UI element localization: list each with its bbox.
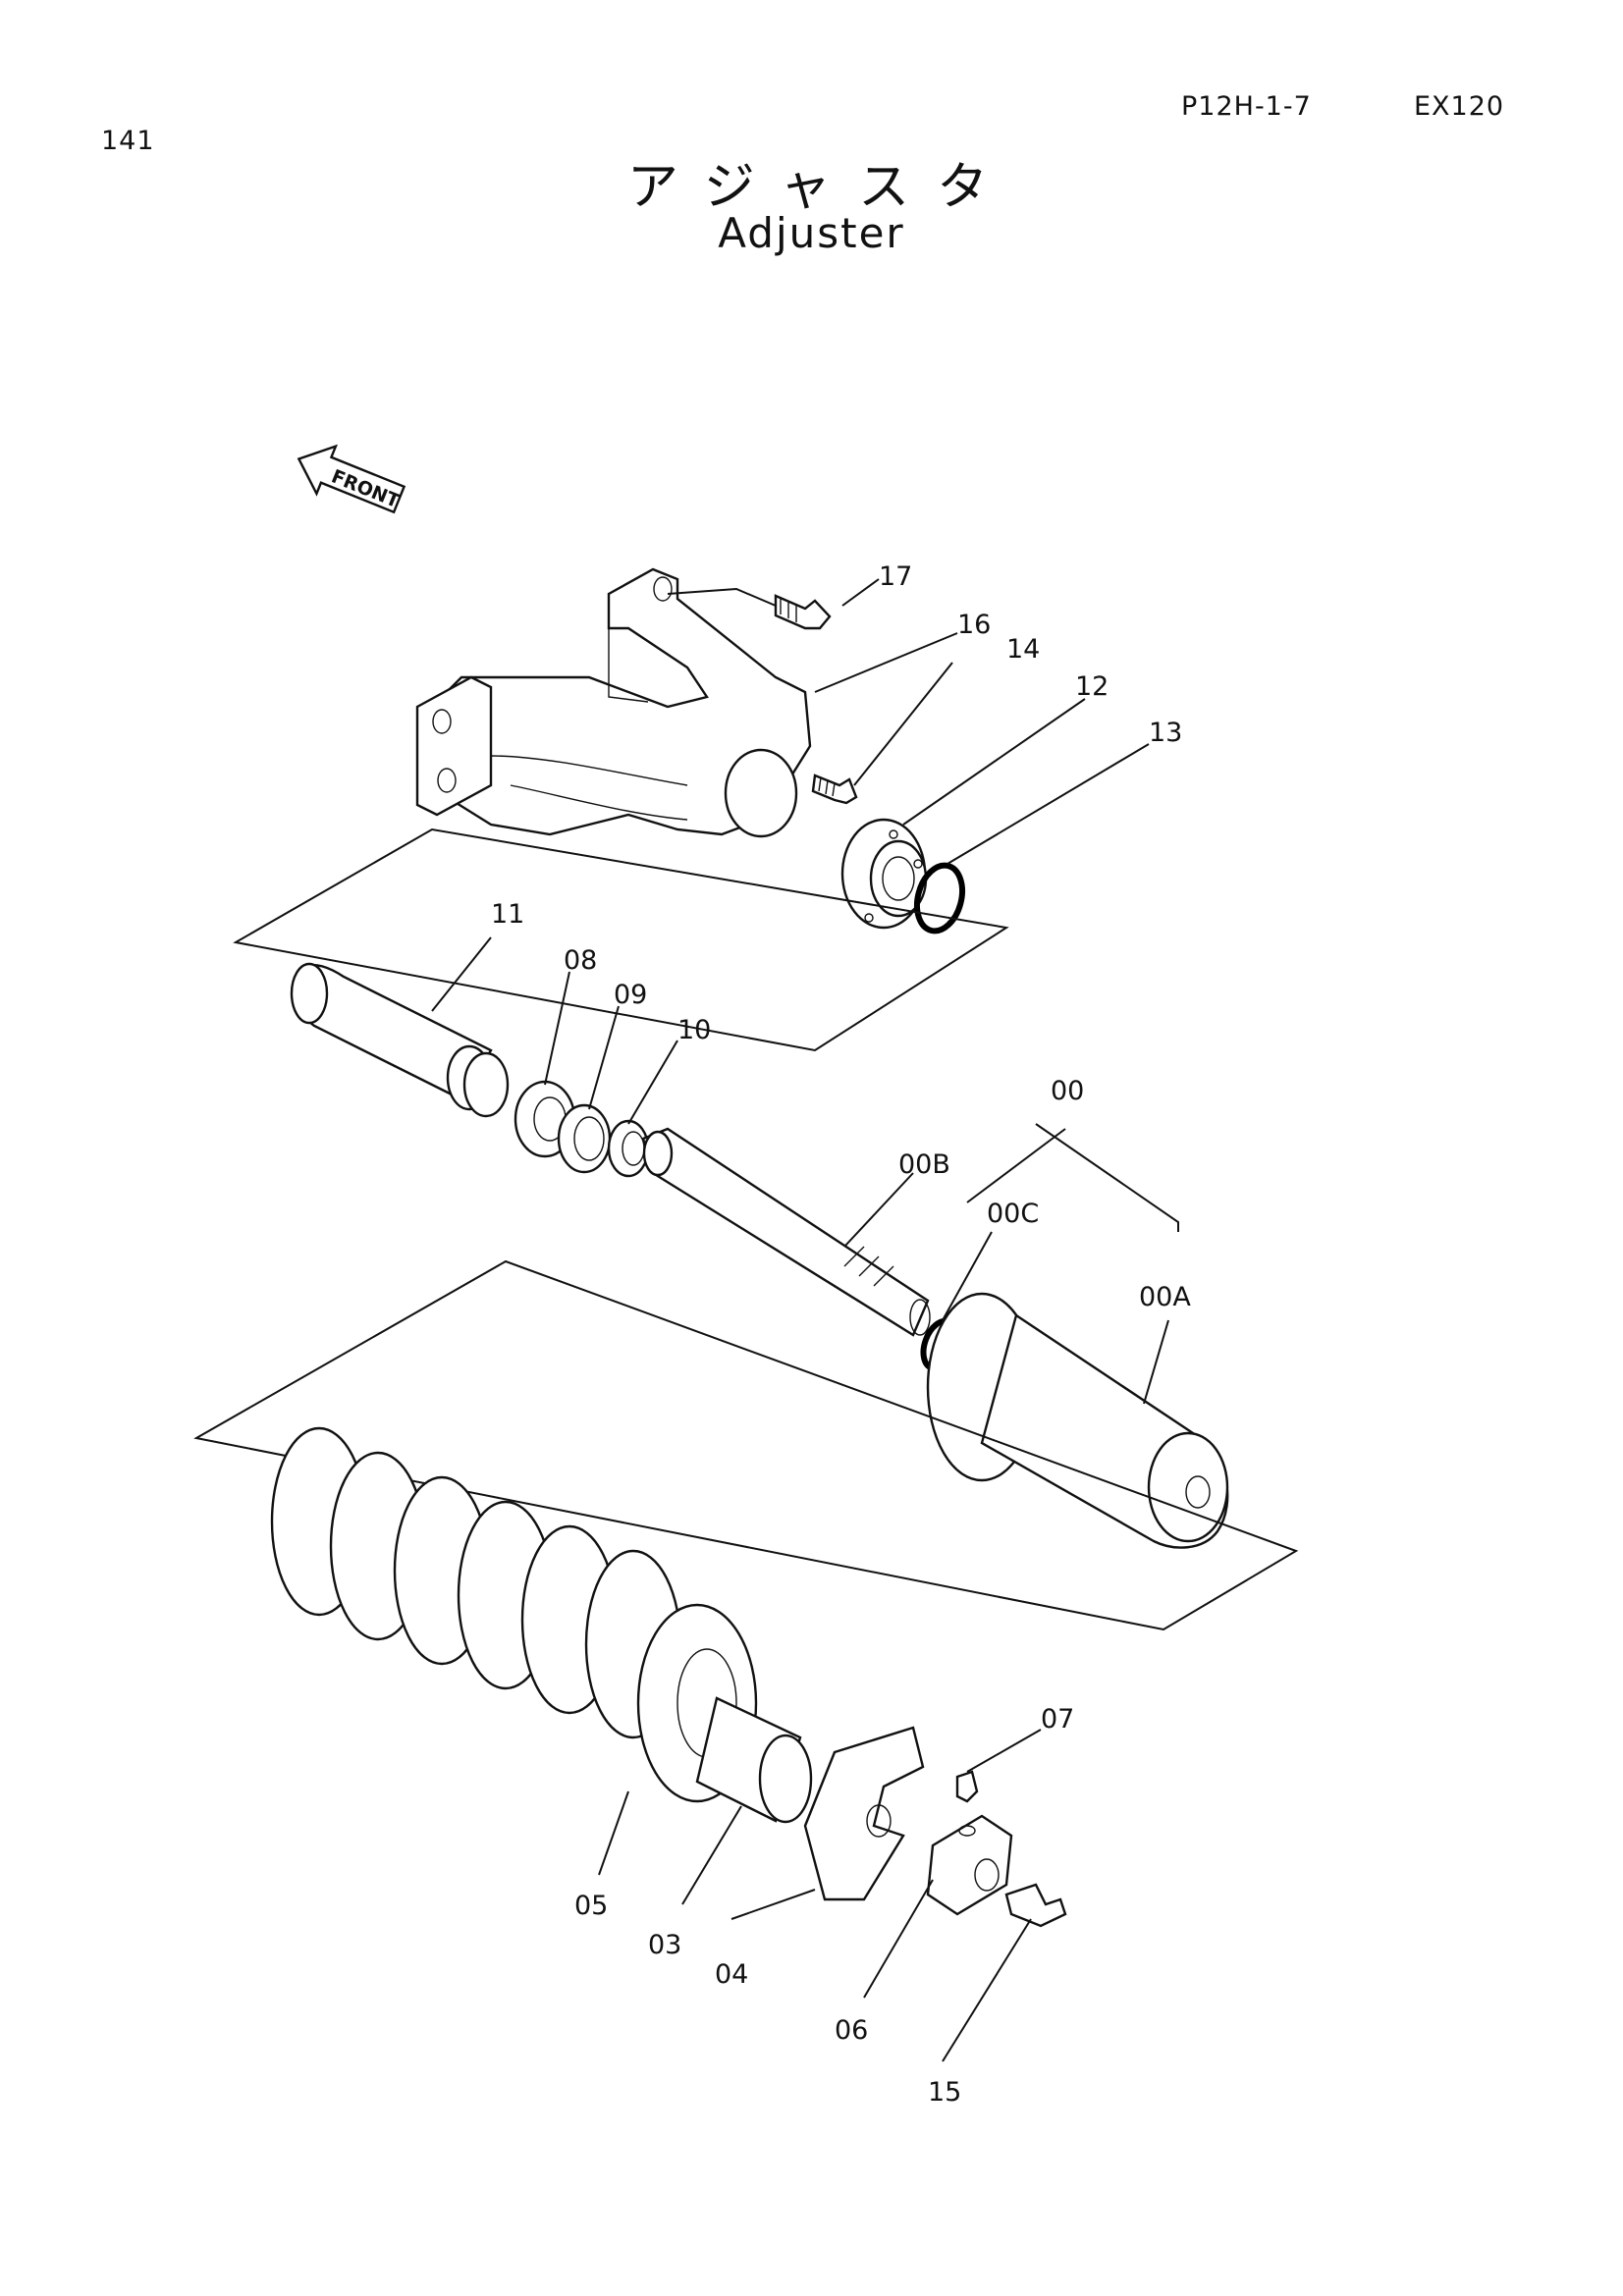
leader-lines [431,578,1179,2062]
assembly-outline-upper [233,828,1009,1052]
assembly-outline-lower [193,1259,1299,1631]
label-06: 06 [835,2015,868,2046]
label-09: 09 [614,980,647,1010]
spring-part-05 [270,1426,758,1803]
label-00C: 00C [987,1199,1039,1229]
label-16: 16 [957,610,991,640]
label-00B: 00B [898,1149,950,1180]
cylinder-part-00A [926,1292,1229,1549]
nut-part-06 [926,1814,1013,1916]
label-00: 00 [1051,1076,1084,1106]
page-code: P12H-1-7 [1181,91,1312,122]
bracket-part-16 [415,567,812,838]
label-04: 04 [715,1959,748,1990]
label-17: 17 [879,561,912,592]
piston-rod-part-00B [641,1127,931,1337]
plate-part-04 [803,1726,925,1901]
flange-part-12 [840,818,928,930]
page-number: 141 [101,126,155,156]
label-07: 07 [1041,1704,1074,1735]
front-arrow-icon: FRONT [297,444,406,514]
label-13: 13 [1149,718,1182,748]
bolt-part-17 [774,594,832,630]
title-english: Adjuster [718,209,905,257]
part-labels: 17 16 14 12 13 11 08 09 10 00 00B 00C 00… [491,561,1191,2108]
title-japanese: アジャスタ [626,158,1016,217]
ring-part-10 [607,1119,650,1178]
label-15: 15 [928,2077,961,2108]
label-10: 10 [677,1015,711,1045]
grease-fitting-part-15 [1004,1883,1067,1928]
label-08: 08 [564,945,597,976]
machine-model: EX120 [1414,91,1505,122]
label-03: 03 [648,1930,681,1960]
label-12: 12 [1075,671,1109,702]
label-14: 14 [1006,634,1040,665]
o-ring-part-13 [913,862,966,934]
label-05: 05 [574,1891,608,1921]
label-00A: 00A [1139,1282,1191,1312]
label-11: 11 [491,899,524,930]
rod-part-11 [290,962,510,1118]
ring-part-09 [557,1103,612,1174]
spacer-part-03 [695,1696,813,1824]
plug-part-07 [955,1770,979,1803]
bolt-part-14 [811,774,858,805]
